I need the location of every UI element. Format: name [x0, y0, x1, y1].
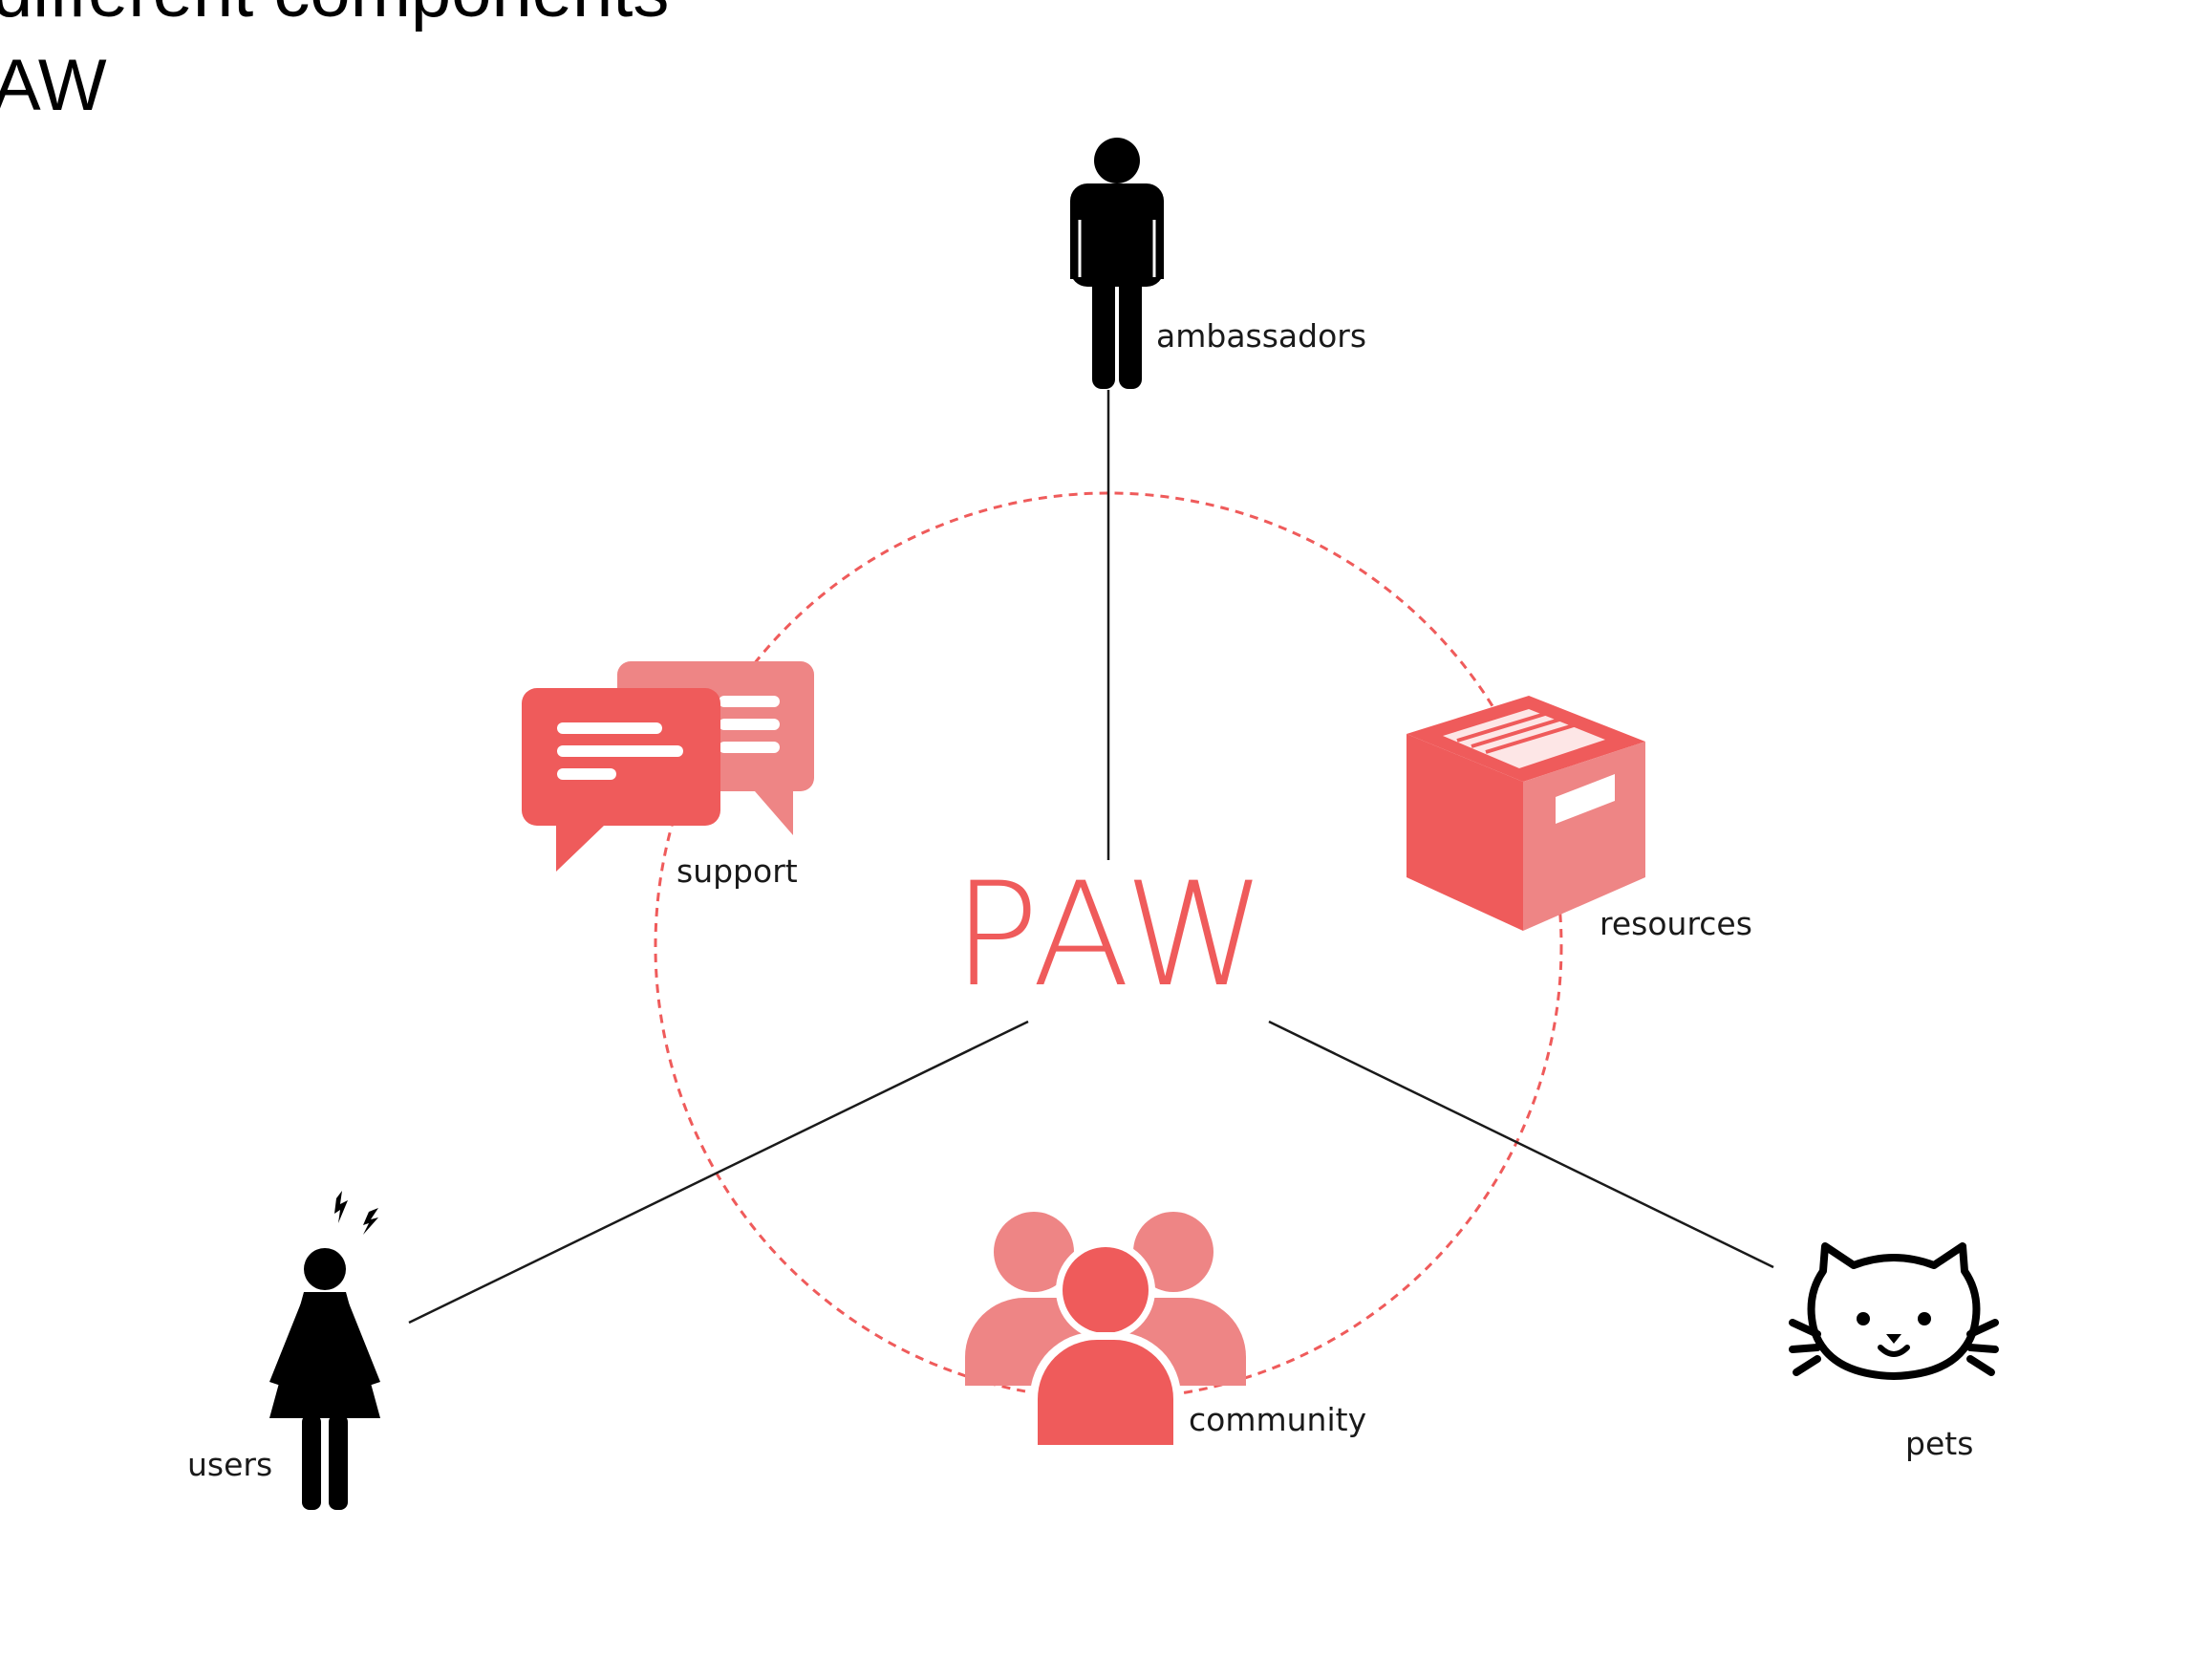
label-pets: pets [1905, 1425, 1973, 1462]
slide-title-line-2: AW [0, 45, 107, 126]
people-group-icon [965, 1212, 1246, 1445]
box-icon [1407, 696, 1645, 931]
connector-pets [1268, 1020, 1774, 1269]
label-resources: resources [1600, 905, 1752, 942]
cat-face-icon [1789, 1242, 1999, 1380]
label-community: community [1189, 1401, 1366, 1438]
paw-center-label: PAW [953, 852, 1268, 1019]
slide-title-line-1: different components [0, 0, 669, 29]
connector-users [408, 1020, 1029, 1325]
label-support: support [676, 852, 798, 890]
man-figure-icon [1070, 138, 1164, 389]
label-ambassadors: ambassadors [1156, 317, 1366, 355]
stressed-woman-icon [269, 1191, 380, 1510]
label-users: users [187, 1446, 272, 1483]
chat-bubbles-icon [522, 661, 814, 872]
